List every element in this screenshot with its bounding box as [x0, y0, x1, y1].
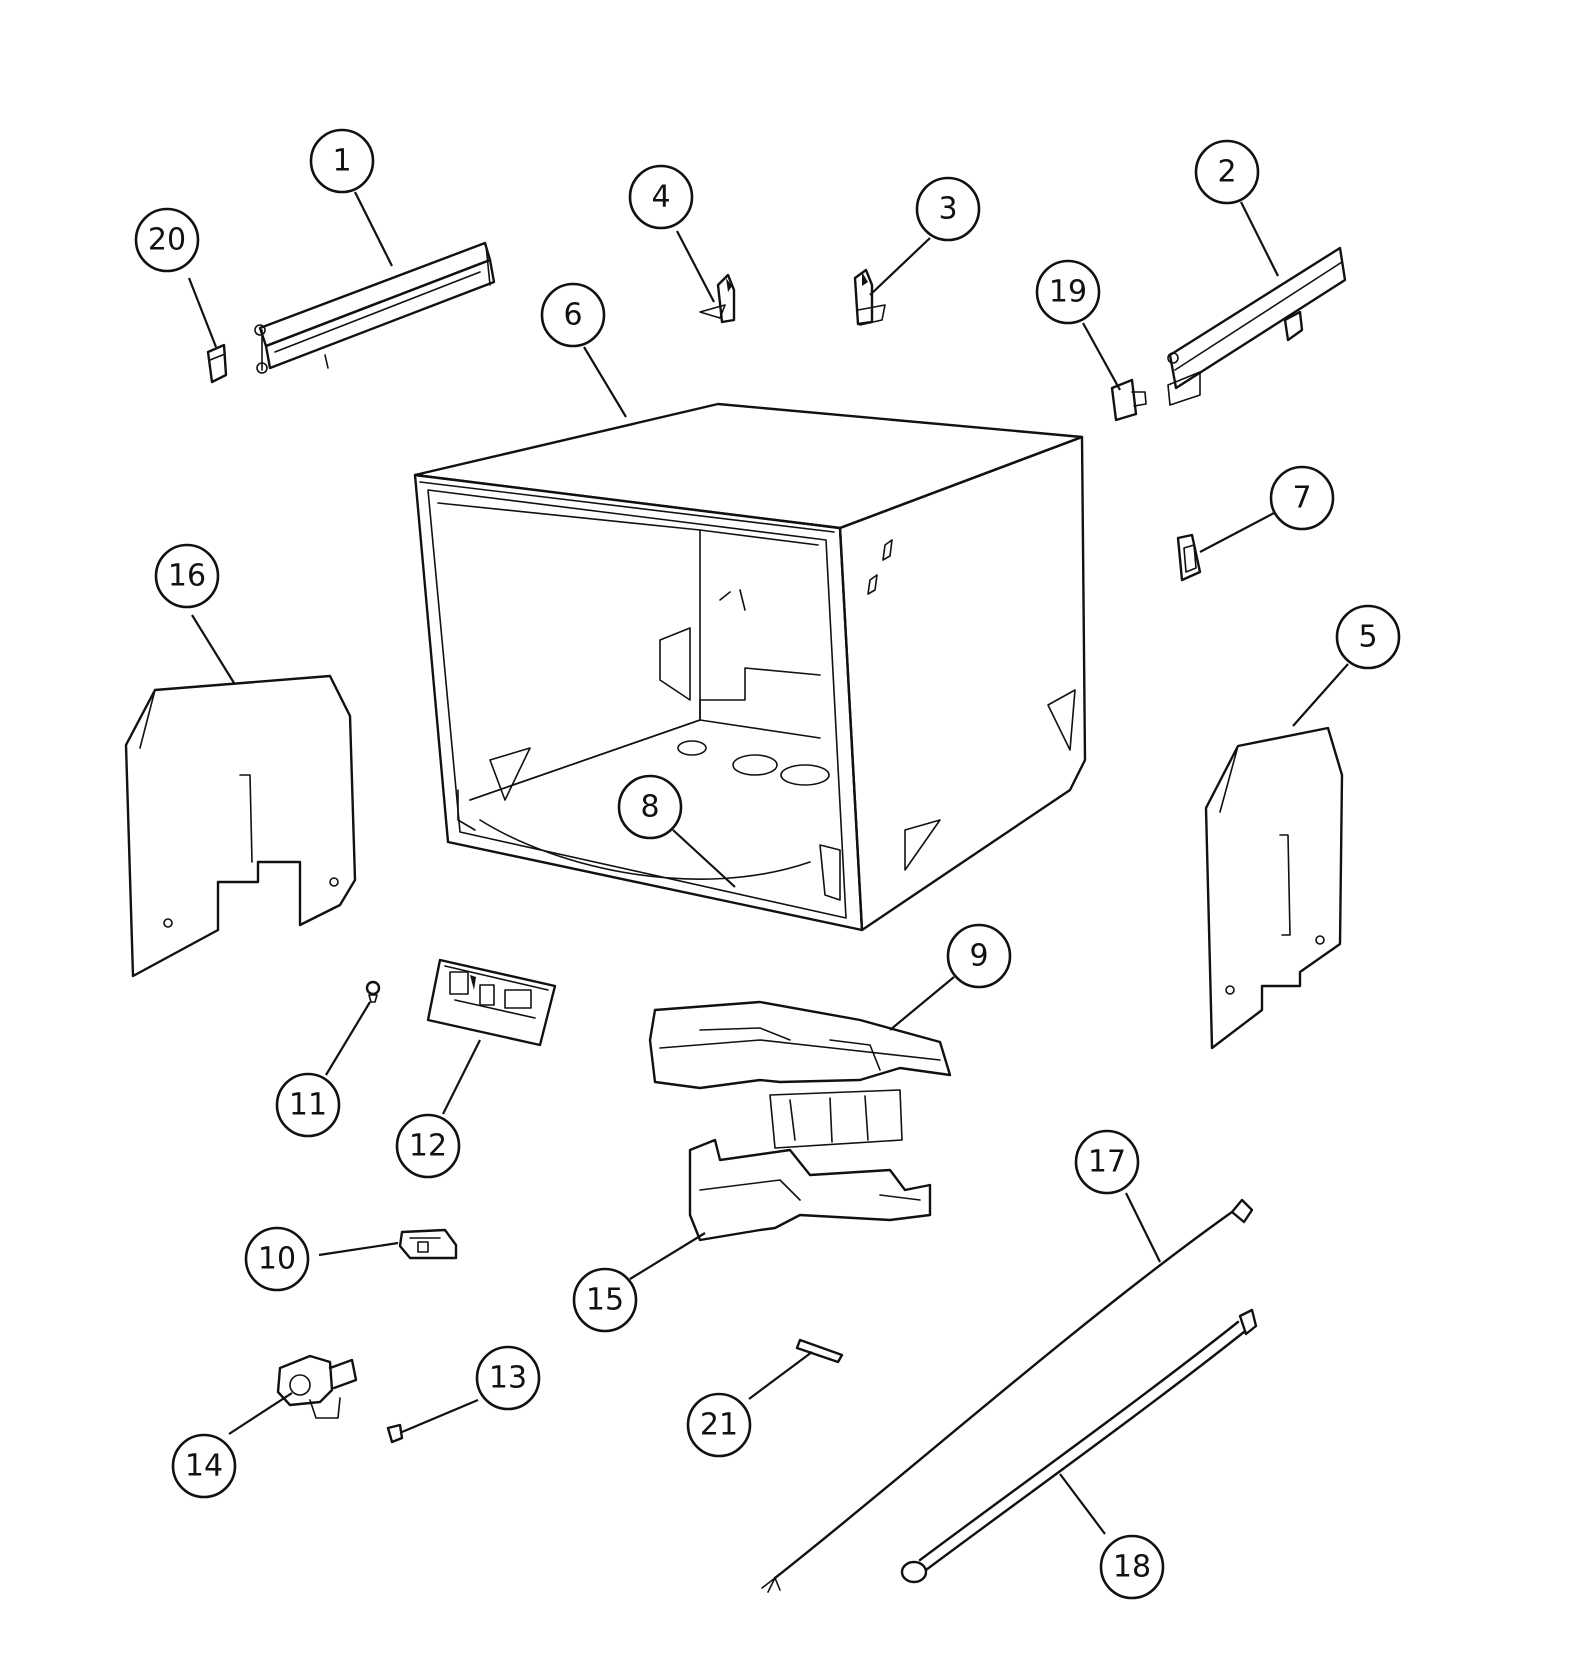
callout-3-label: 3	[938, 192, 957, 227]
callout-13: 13	[475, 1345, 541, 1411]
callout-10-label: 10	[258, 1242, 296, 1277]
callout-11: 11	[275, 1072, 341, 1138]
part-screw-11-drawing	[365, 980, 381, 1003]
part-wire-17-drawing	[761, 1198, 1254, 1593]
leader-15	[629, 1232, 706, 1280]
leader-2	[1240, 201, 1279, 277]
part-clip-20-drawing	[206, 343, 228, 384]
callout-9-label: 9	[969, 939, 988, 974]
callout-15: 15	[572, 1267, 638, 1333]
callout-18-label: 18	[1113, 1550, 1151, 1585]
part-nut-13-drawing	[386, 1423, 404, 1444]
part-control-board-drawing	[426, 958, 557, 1047]
callout-2-label: 2	[1217, 155, 1236, 190]
callout-16-label: 16	[168, 559, 206, 594]
part-tub-drawing	[413, 402, 1087, 932]
leader-4	[676, 230, 715, 303]
part-right-rail-drawing	[1167, 246, 1347, 406]
leader-9	[889, 976, 955, 1031]
callout-2: 2	[1194, 139, 1260, 205]
leader-5	[1292, 663, 1349, 727]
leader-lines	[187, 191, 1349, 1535]
part-left-rail-drawing	[254, 241, 496, 374]
callout-4: 4	[628, 164, 694, 230]
leader-12	[442, 1039, 481, 1115]
callout-20-label: 20	[148, 223, 186, 258]
callout-15-label: 15	[586, 1283, 624, 1318]
leader-3	[869, 237, 931, 296]
callout-17: 17	[1074, 1129, 1140, 1195]
leader-19	[1082, 322, 1121, 391]
callout-4-label: 4	[651, 180, 670, 215]
callout-7: 7	[1269, 465, 1335, 531]
callout-8: 8	[617, 774, 683, 840]
part-bracket-3-drawing	[853, 268, 886, 326]
callout-9: 9	[946, 923, 1012, 989]
callout-3: 3	[915, 176, 981, 242]
callout-6: 6	[540, 282, 606, 348]
part-strip-21-drawing	[795, 1338, 844, 1364]
callout-5: 5	[1335, 604, 1401, 670]
callout-20: 20	[134, 207, 200, 273]
callout-11-label: 11	[289, 1088, 327, 1123]
callout-17-label: 17	[1088, 1145, 1126, 1180]
callout-10: 10	[244, 1226, 310, 1292]
callout-21-label: 21	[700, 1408, 738, 1443]
part-inlet-valve-drawing	[276, 1354, 358, 1419]
callout-6-label: 6	[563, 298, 582, 333]
leader-10	[318, 1241, 399, 1257]
callout-1-label: 1	[332, 144, 351, 179]
leader-11	[325, 1001, 371, 1076]
leader-14	[228, 1392, 293, 1435]
callout-1: 1	[309, 128, 375, 194]
callout-19: 19	[1035, 259, 1101, 325]
leader-1	[354, 191, 393, 267]
callout-14-label: 14	[185, 1449, 223, 1484]
part-hose-18-drawing	[900, 1308, 1258, 1584]
callout-19-label: 19	[1049, 275, 1087, 310]
leader-6	[583, 346, 627, 418]
part-housing-15-drawing	[688, 1089, 932, 1242]
part-housing-9-drawing	[648, 1000, 952, 1090]
callout-16: 16	[154, 543, 220, 609]
callout-12-label: 12	[409, 1129, 447, 1164]
callout-8-label: 8	[640, 790, 659, 825]
part-switch-10-drawing	[398, 1228, 458, 1260]
leader-8	[672, 829, 736, 888]
leader-21	[748, 1351, 813, 1400]
callout-13-label: 13	[489, 1361, 527, 1396]
callout-18: 18	[1099, 1534, 1165, 1600]
part-right-panel-drawing	[1204, 726, 1344, 1050]
leader-20	[187, 277, 218, 348]
part-latch-7-drawing	[1176, 533, 1202, 582]
leader-17	[1125, 1192, 1161, 1263]
part-left-panel-drawing	[124, 674, 357, 978]
callout-7-label: 7	[1292, 481, 1311, 516]
callout-12: 12	[395, 1113, 461, 1179]
callout-21: 21	[686, 1392, 752, 1458]
leader-16	[191, 614, 235, 684]
part-clip-19-drawing	[1110, 378, 1147, 422]
leader-13	[401, 1398, 479, 1434]
callout-5-label: 5	[1358, 620, 1377, 655]
leader-7	[1199, 512, 1275, 553]
part-bracket-4-drawing	[699, 273, 736, 324]
leader-18	[1059, 1473, 1106, 1535]
callout-14: 14	[171, 1433, 237, 1499]
